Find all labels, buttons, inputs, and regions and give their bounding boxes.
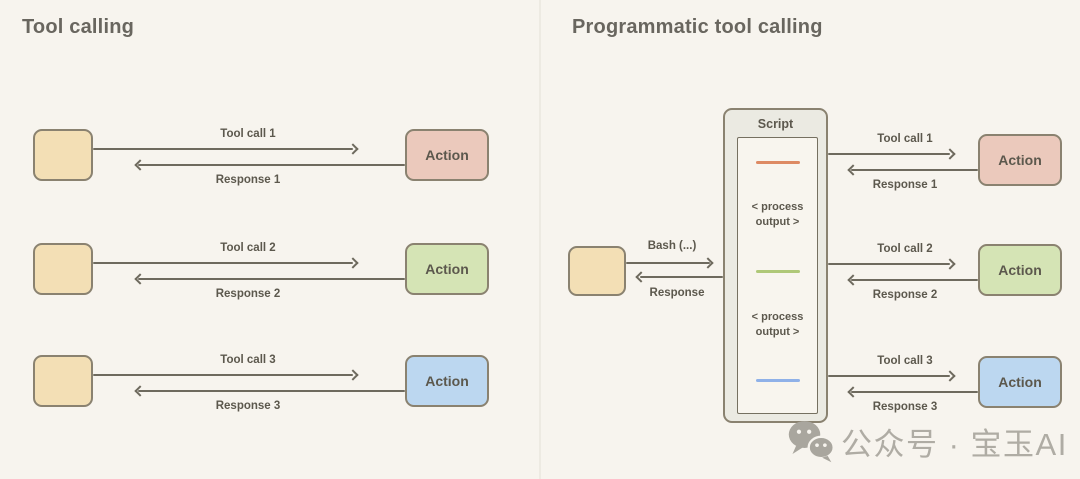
tool-call-arrow (93, 374, 353, 376)
action-box: Action (978, 134, 1062, 186)
response-arrow (851, 279, 978, 281)
watermark-text: 公众号 · 宝玉AI (841, 426, 1068, 462)
left-panel-title: Tool calling (22, 16, 135, 38)
tool-call-arrow (828, 375, 950, 377)
programmatic-tool-call-row-3: Tool call 3 Response 3 Action (0, 355, 1080, 413)
response-arrow (138, 278, 405, 280)
process-output-label: < process output > (751, 311, 804, 338)
wechat-icon (788, 421, 835, 463)
tool-call-arrow (828, 263, 950, 265)
arrowhead-right-icon (944, 370, 956, 382)
tool-call-label: Tool call 3 (877, 355, 933, 367)
agent-box (33, 129, 93, 181)
script-container: Script < process output > < process outp… (723, 108, 828, 423)
code-line-2 (755, 270, 800, 273)
right-panel-title: Programmatic tool calling (572, 16, 823, 38)
agent-box (568, 246, 626, 296)
tool-call-label: Tool call 1 (877, 133, 933, 145)
action-box: Action (405, 129, 489, 181)
response-label: Response 1 (215, 174, 281, 186)
arrowhead-left-icon (847, 274, 859, 286)
bash-call-label: Bash (...) (647, 240, 697, 252)
response-label: Response 1 (872, 179, 938, 191)
arrowhead-left-icon (847, 164, 859, 176)
tool-call-label: Tool call 1 (220, 128, 276, 140)
bash-call-arrow (626, 262, 710, 264)
action-box: Action (405, 243, 489, 295)
action-box: Action (978, 244, 1062, 296)
action-box: Action (405, 355, 489, 407)
response-label: Response 3 (215, 400, 281, 412)
bash-response-arrow (640, 276, 723, 278)
panel-divider (539, 0, 541, 479)
tool-call-arrow (828, 153, 950, 155)
response-arrow (851, 391, 978, 393)
response-label: Response 3 (872, 401, 938, 413)
script-inner-panel: < process output > < process output > (737, 137, 818, 414)
programmatic-tool-call-row-2: Tool call 2 Response 2 Action (0, 243, 1080, 301)
code-line-3 (755, 379, 800, 382)
programmatic-tool-call-row-1: Tool call 1 Response 1 Action (0, 133, 1080, 191)
tool-call-label: Tool call 2 (877, 243, 933, 255)
watermark: 公众号 · 宝玉AI (786, 418, 1068, 464)
process-output-label: < process output > (751, 201, 804, 228)
code-line-1 (755, 161, 800, 164)
response-arrow (851, 169, 978, 171)
response-arrow (138, 164, 405, 166)
response-arrow (138, 390, 405, 392)
response-label: Response 2 (872, 289, 938, 301)
bash-response-label: Response (649, 287, 705, 299)
tool-call-arrow (93, 262, 353, 264)
response-label: Response 2 (215, 288, 281, 300)
agent-box (33, 355, 93, 407)
tool-call-label: Tool call 3 (220, 354, 276, 366)
tool-call-label: Tool call 2 (220, 242, 276, 254)
agent-box (33, 243, 93, 295)
tool-calling-row-1: Tool call 1 Response 1 Action (0, 128, 1080, 186)
arrowhead-left-icon (847, 386, 859, 398)
arrowhead-right-icon (944, 258, 956, 270)
action-box: Action (978, 356, 1062, 408)
tool-call-arrow (93, 148, 353, 150)
tool-calling-row-2: Tool call 2 Response 2 Action (0, 242, 1080, 300)
script-title: Script (757, 117, 794, 131)
tool-calling-row-3: Tool call 3 Response 3 Action (0, 354, 1080, 412)
arrowhead-right-icon (944, 148, 956, 160)
